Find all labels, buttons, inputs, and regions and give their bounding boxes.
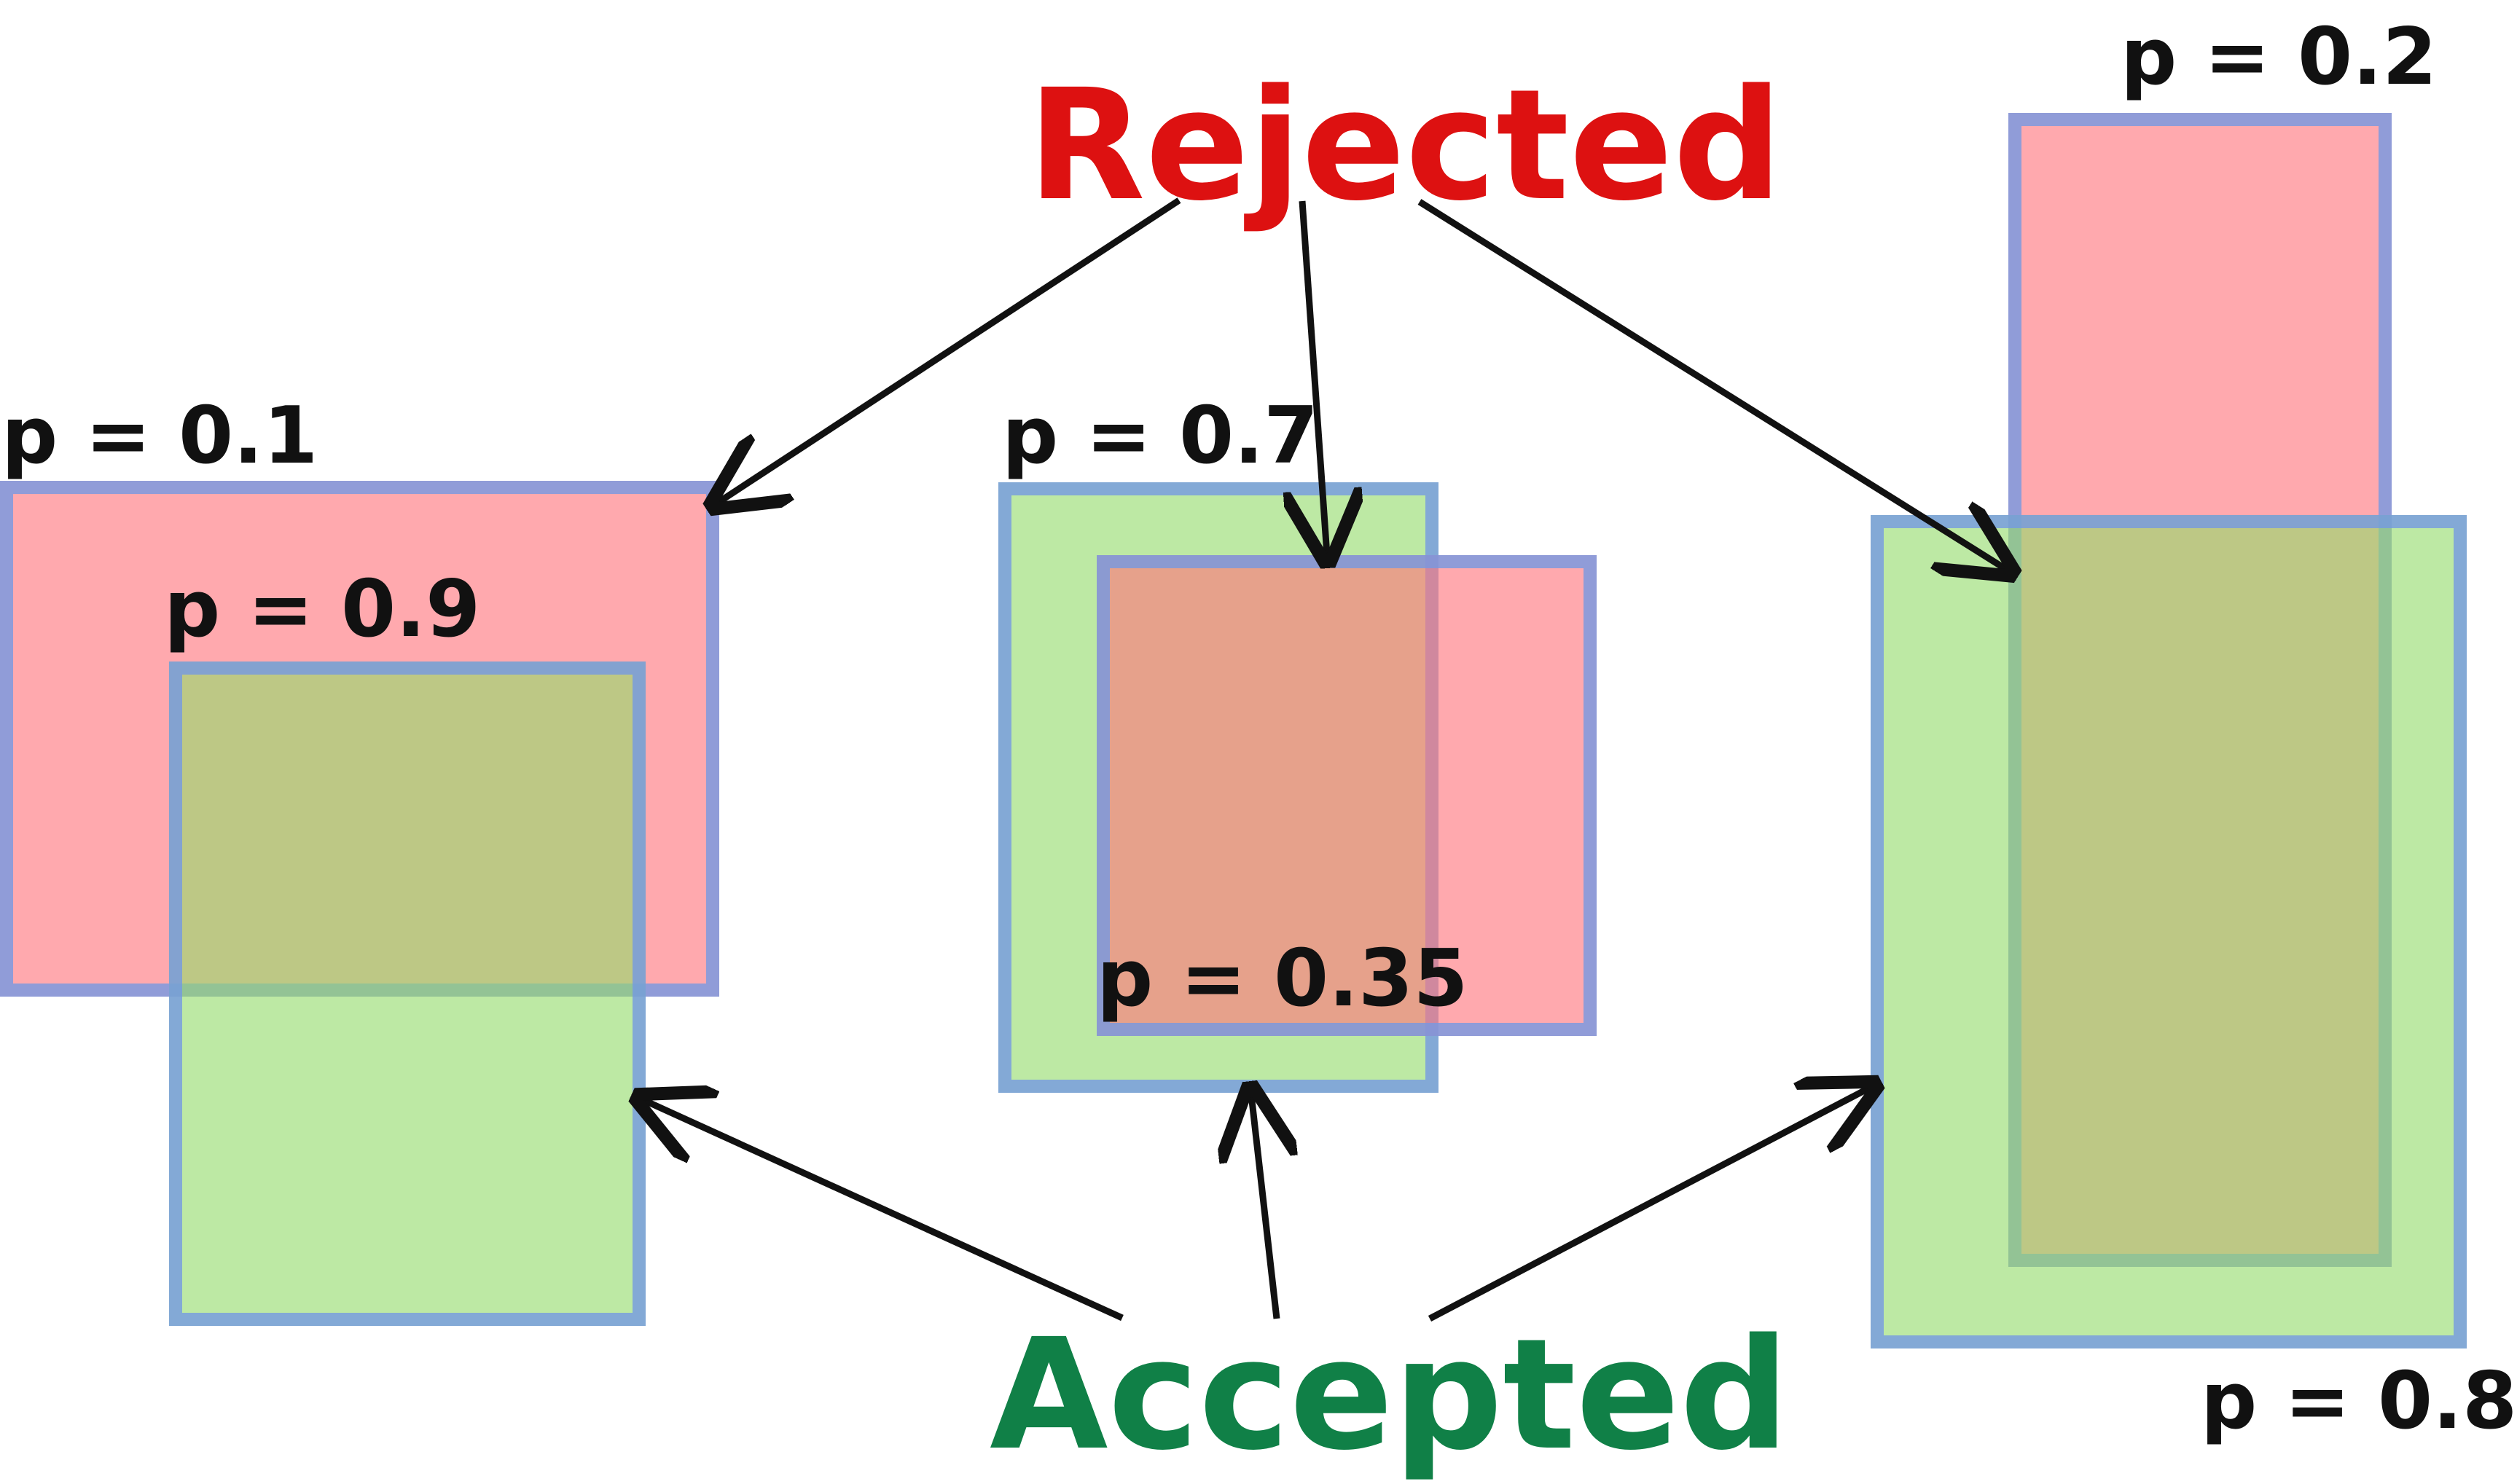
middle-rejected-probability-label: p = 0.35 (1097, 933, 1468, 1024)
right-accepted-probability-label: p = 0.8 (2201, 1356, 2517, 1447)
right-rejected-probability-label: p = 0.2 (2121, 12, 2438, 103)
diagram-canvas: p = 0.1 p = 0.9 p = 0.7 p = 0.35 p = 0.2… (0, 12, 2517, 1484)
accepted-heading: Accepted (990, 1306, 1790, 1484)
right-accepted-box (1871, 515, 2467, 1348)
accepted-to-left-arrow (643, 1100, 1124, 1322)
accepted-to-middle-arrow (1251, 1094, 1277, 1319)
middle-rejected-box (1097, 555, 1597, 1036)
accepted-to-right-arrow (1428, 1088, 1870, 1322)
left-accepted-box (169, 661, 646, 1326)
middle-accepted-probability-label: p = 0.7 (1002, 390, 1319, 482)
left-rejected-probability-label: p = 0.1 (1, 390, 318, 482)
rejected-heading: Rejected (1027, 56, 1783, 235)
left-accepted-probability-label: p = 0.9 (164, 564, 481, 655)
